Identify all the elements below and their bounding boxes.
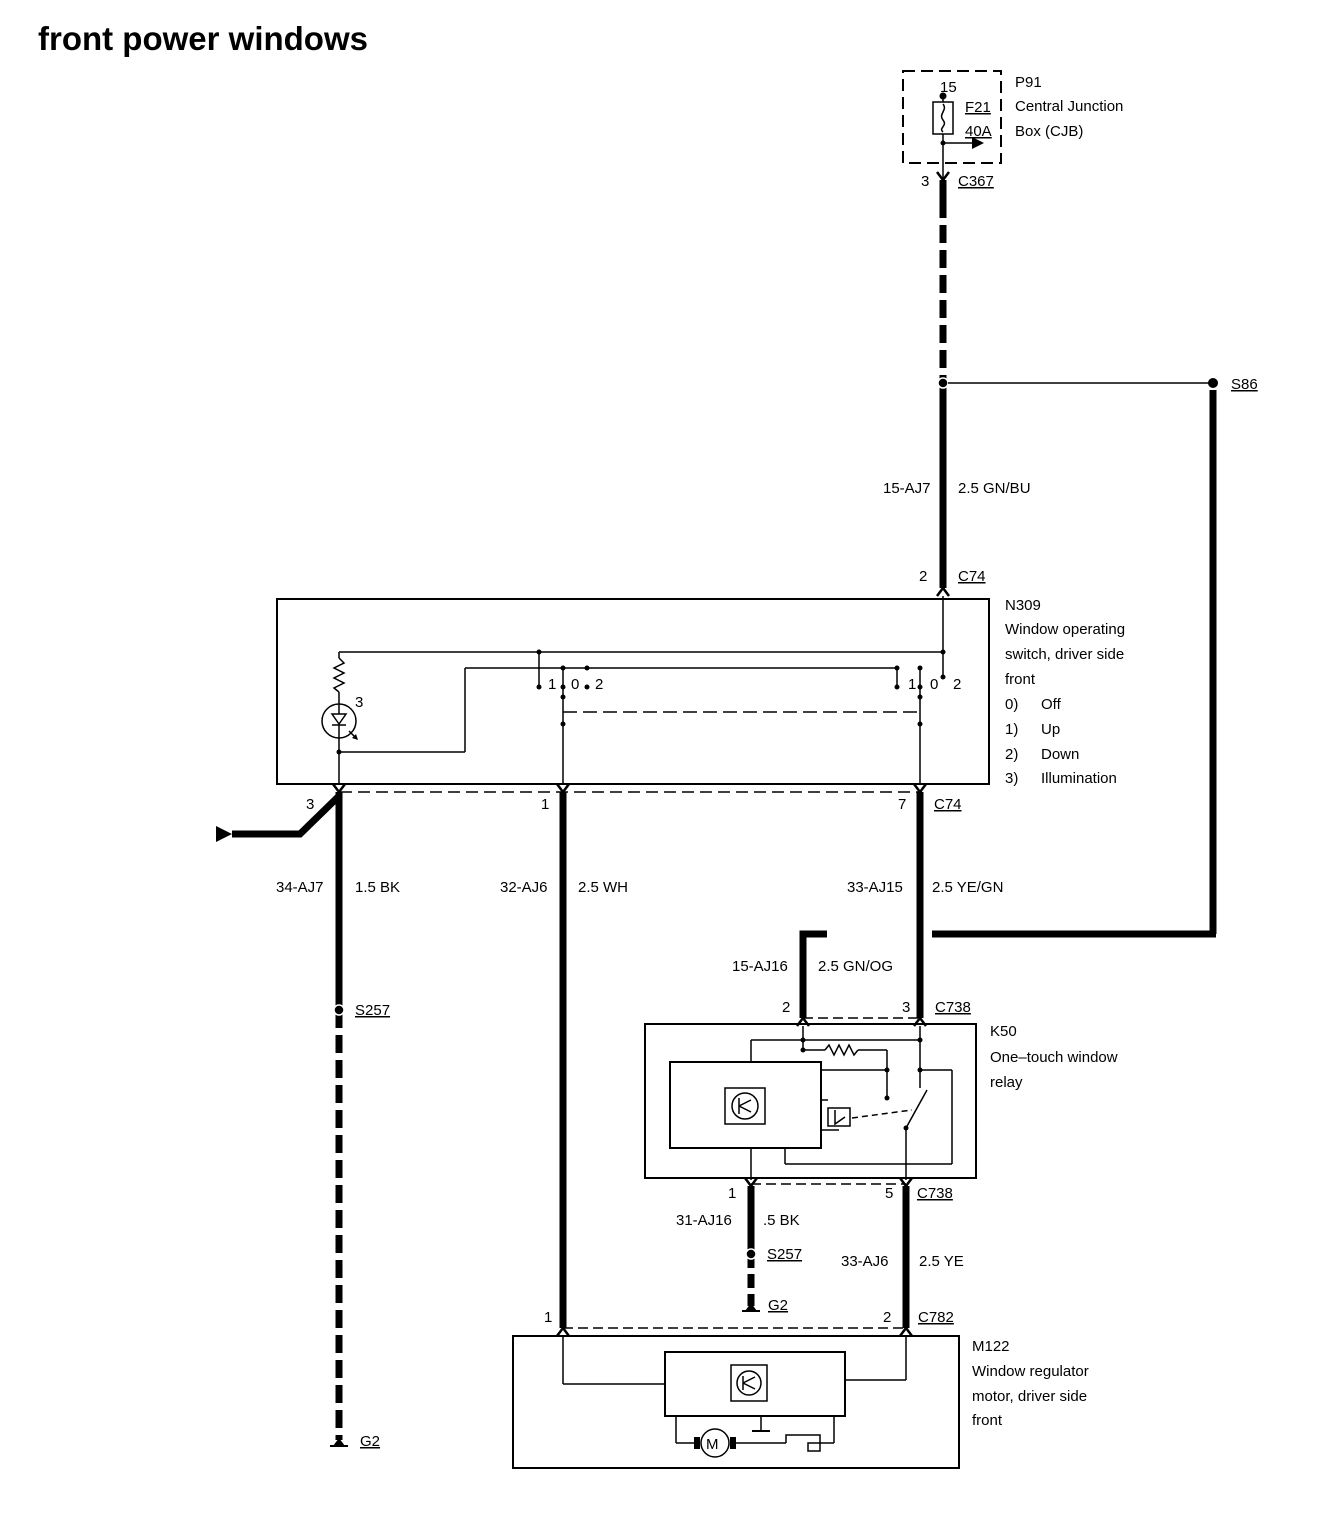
connector-c738-top: C738 (935, 999, 971, 1016)
wire-spec-2-5-gn-og: 2.5 GN/OG (818, 958, 893, 975)
switch-out-pin-3: 3 (306, 796, 314, 813)
relay-desc-line1: One–touch window (990, 1049, 1118, 1066)
ground-icon (742, 1303, 760, 1312)
wire-wh: 32-AJ6 2.5 WH (500, 792, 628, 1328)
relay-in-pin-3: 3 (902, 999, 910, 1016)
switch-desc-line2: switch, driver side (1005, 646, 1124, 663)
fuse-box-desc-line1: Central Junction (1015, 98, 1123, 115)
switch-ref: N309 (1005, 597, 1041, 614)
splice-s257-left: S257 (355, 1002, 390, 1019)
ecu-icon (724, 1087, 766, 1125)
contact-left-1: 1 (548, 676, 556, 693)
legend-key-2: 2) (1005, 746, 1018, 763)
wire-ye-gn: 33-AJ15 2.5 YE/GN (847, 792, 1003, 1018)
resistor-icon (803, 1043, 887, 1057)
motor-symbol: M (706, 1436, 719, 1453)
relay-in-pin-2: 2 (782, 999, 790, 1016)
motor-desc-line3: front (972, 1412, 1003, 1429)
ecu-icon (730, 1364, 768, 1402)
contact-right-1: 1 (908, 676, 916, 693)
wire-ye: 33-AJ6 2.5 YE (841, 1186, 964, 1328)
fuse-box-desc-line2: Box (CJB) (1015, 123, 1083, 140)
switch-out-pin-1: 1 (541, 796, 549, 813)
wire-gn-bu: 15-AJ7 2.5 GN/BU (883, 180, 1031, 588)
connector-c74-top: C74 (958, 568, 986, 585)
relay-out-pin-1: 1 (728, 1185, 736, 1202)
switch-n309: 2 C74 1 0 2 (276, 568, 1125, 813)
relay-k50: 2 3 C738 (644, 999, 1118, 1202)
switch-desc-line3: front (1005, 671, 1036, 688)
wire-spec-2-5-ye: 2.5 YE (919, 1253, 964, 1270)
wire-spec-2-5-wh: 2.5 WH (578, 879, 628, 896)
ground-icon (330, 1438, 348, 1447)
relay-ref: K50 (990, 1023, 1017, 1040)
motor-m122: 1 2 C782 M M122 (512, 1309, 1089, 1469)
switch-desc-line1: Window operating (1005, 621, 1125, 638)
lamp-number: 3 (355, 694, 363, 711)
circuit-31-aj16: 31-AJ16 (676, 1212, 732, 1229)
circuit-15-aj7: 15-AJ7 (883, 480, 931, 497)
circuit-32-aj6: 32-AJ6 (500, 879, 548, 896)
contact-right-2: 2 (953, 676, 961, 693)
relay-out-pin-5: 5 (885, 1185, 893, 1202)
fuse-box-ref: P91 (1015, 74, 1042, 91)
circuit-34-aj7: 34-AJ7 (276, 879, 324, 896)
legend-value-1: Up (1041, 721, 1060, 738)
fuse-ref: F21 (965, 99, 991, 116)
wire-spec-0-5-bk: .5 BK (763, 1212, 800, 1229)
contact-right-0: 0 (930, 676, 938, 693)
fuse-box-p91: 15 F21 40A P91 Central Junction Box (CJB… (902, 70, 1123, 190)
motor-desc-line2: motor, driver side (972, 1388, 1087, 1405)
motor-ref: M122 (972, 1338, 1010, 1355)
circuit-33-aj15: 33-AJ15 (847, 879, 903, 896)
connector-c782: C782 (918, 1309, 954, 1326)
page-title: front power windows (38, 20, 368, 57)
wire-spec-gn-bu: 2.5 GN/BU (958, 480, 1031, 497)
connector-c738-bottom: C738 (917, 1185, 953, 1202)
motor-desc-line1: Window regulator (972, 1363, 1089, 1380)
splice-s86: S86 (932, 376, 1258, 938)
wire-gn-og: 15-AJ16 2.5 GN/OG (732, 930, 893, 1018)
connector-c367: C367 (958, 173, 994, 190)
relay-desc-line2: relay (990, 1074, 1023, 1091)
ground-g2-left: G2 (360, 1433, 380, 1450)
resistor-icon (332, 652, 346, 704)
ground-g2-relay: G2 (768, 1297, 788, 1314)
circuit-15-aj16: 15-AJ16 (732, 958, 788, 975)
wire-relay-bk: 31-AJ16 .5 BK S257 G2 (676, 1186, 802, 1314)
legend-value-0: Off (1041, 696, 1062, 713)
wire-bk: 34-AJ7 1.5 BK S257 G2 (216, 792, 400, 1450)
circuit-33-aj6: 33-AJ6 (841, 1253, 889, 1270)
legend-key-1: 1) (1005, 721, 1018, 738)
fuse-pin-number: 15 (940, 79, 957, 96)
switch-in-pin: 2 (919, 568, 927, 585)
contact-left-0: 0 (571, 676, 579, 693)
contact-left-2: 2 (595, 676, 603, 693)
motor-icon: M (694, 1428, 736, 1458)
splice-s86-label: S86 (1231, 376, 1258, 393)
fuse-icon (932, 92, 984, 180)
legend-key-0: 0) (1005, 696, 1018, 713)
fuse-rating: 40A (965, 123, 992, 140)
splice-s257-relay: S257 (767, 1246, 802, 1263)
motor-in-pin-1: 1 (544, 1309, 552, 1326)
lamp-icon (321, 703, 358, 784)
wire-spec-2-5-ye-gn: 2.5 YE/GN (932, 879, 1003, 896)
legend-value-2: Down (1041, 746, 1079, 763)
wire-spec-1-5-bk: 1.5 BK (355, 879, 400, 896)
connector-c74-bottom: C74 (934, 796, 962, 813)
motor-in-pin-2: 2 (883, 1309, 891, 1326)
legend-value-3: Illumination (1041, 770, 1117, 787)
legend-key-3: 3) (1005, 770, 1018, 787)
switch-out-pin-7: 7 (898, 796, 906, 813)
fuse-out-pin: 3 (921, 173, 929, 190)
